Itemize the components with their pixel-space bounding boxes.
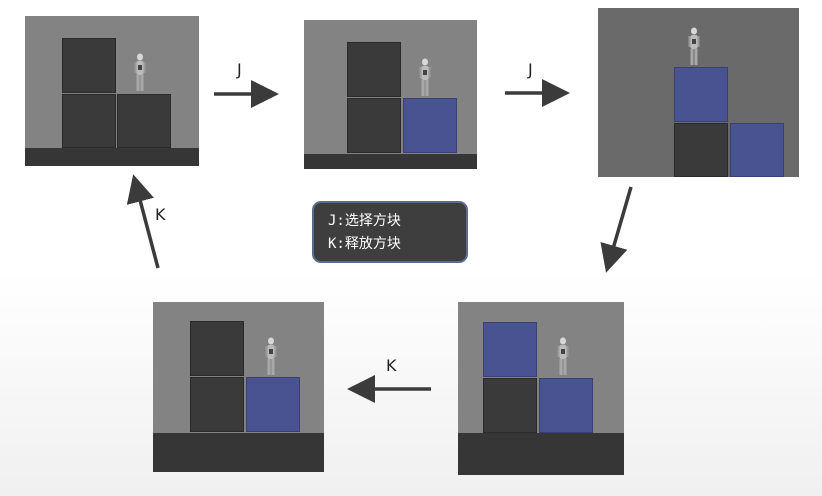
arrow-up-icon: [126, 174, 160, 269]
character-icon: [134, 53, 146, 91]
block-dark: [190, 377, 244, 432]
legend-line-release: K:释放方块: [328, 236, 401, 252]
scene-panel-2: [304, 20, 477, 169]
scene-panel-4: [458, 302, 624, 475]
arrow-label-1: J: [237, 60, 242, 79]
character-icon: [688, 27, 700, 65]
block-selected: [730, 123, 784, 177]
arrow-label-5: K: [155, 205, 166, 224]
block-dark: [62, 94, 116, 148]
block-dark: [483, 378, 537, 433]
block-dark: [347, 98, 401, 153]
floor: [153, 433, 324, 472]
character-icon: [419, 58, 431, 96]
arrow-down-left-icon: [600, 186, 633, 273]
scene-panel-3: [598, 8, 799, 177]
block-selected: [403, 98, 457, 153]
arrow-label-4: K: [386, 356, 397, 375]
floor: [458, 433, 624, 475]
character-icon: [557, 337, 569, 375]
floor: [304, 154, 477, 169]
block-dark: [117, 94, 171, 148]
legend-box: J:选择方块 K:释放方块: [312, 201, 468, 263]
block-dark: [190, 321, 244, 376]
block-selected: [539, 378, 593, 433]
block-selected: [246, 377, 300, 432]
scene-panel-1: [25, 16, 199, 166]
block-selected: [674, 67, 728, 122]
arrow-label-2: J: [528, 60, 533, 79]
scene-panel-5: [153, 302, 324, 472]
floor: [25, 148, 199, 166]
block-selected: [483, 322, 537, 377]
character-icon: [265, 337, 277, 375]
legend-line-select: J:选择方块: [328, 213, 401, 229]
block-dark: [62, 38, 116, 93]
block-dark: [674, 123, 728, 177]
block-dark: [347, 42, 401, 97]
